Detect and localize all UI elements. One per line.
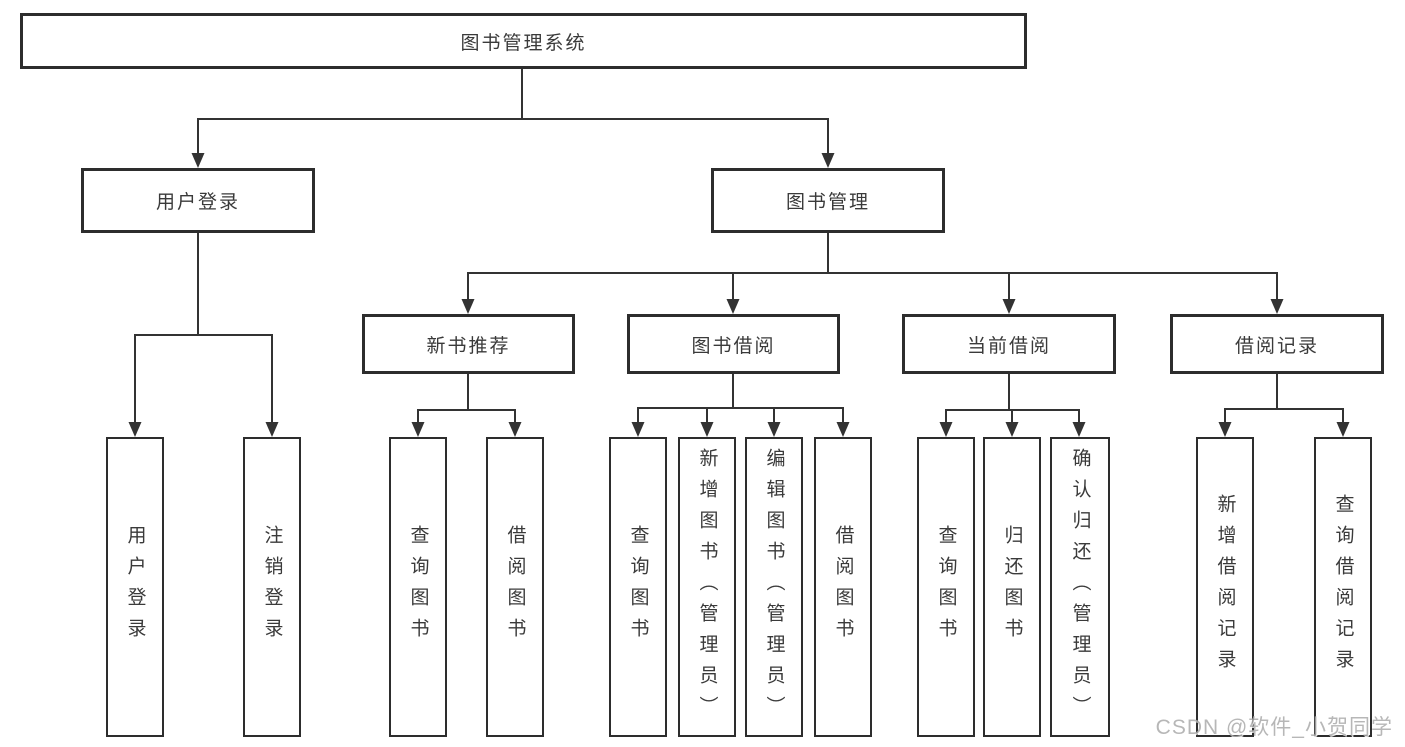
- arrowhead-group: [128, 153, 1350, 437]
- node-borrowing-records: 借阅记录: [1170, 314, 1384, 374]
- arrowhead-icon: [726, 299, 740, 314]
- node-add-books-admin-label: 新增图书（管理员）: [696, 447, 718, 727]
- node-library-system-label: 图书管理系统: [460, 32, 587, 54]
- arrowhead-icon: [1002, 299, 1016, 314]
- node-library-system: 图书管理系统: [20, 13, 1027, 69]
- node-query-books-borrowing: 查询图书: [609, 437, 667, 737]
- arrowhead-icon: [939, 422, 953, 437]
- node-confirm-return-admin-label: 确认归还（管理员）: [1069, 447, 1091, 727]
- node-borrow-books-recommend-label: 借阅图书: [504, 525, 526, 649]
- node-query-books-recommend-label: 查询图书: [407, 525, 429, 649]
- arrowhead-icon: [508, 422, 522, 437]
- node-return-books: 归还图书: [983, 437, 1041, 737]
- node-borrow-books-borrowing-label: 借阅图书: [832, 525, 854, 649]
- node-edit-books-admin-label: 编辑图书（管理员）: [763, 447, 785, 727]
- arrowhead-icon: [191, 153, 205, 168]
- node-current-borrowing-label: 当前借阅: [966, 335, 1051, 357]
- node-user-login-action: 用户登录: [106, 437, 164, 737]
- node-book-management-label: 图书管理: [785, 192, 870, 213]
- arrowhead-icon: [700, 422, 714, 437]
- arrowhead-icon: [1218, 422, 1232, 437]
- arrowhead-icon: [1270, 299, 1284, 314]
- node-add-books-admin: 新增图书（管理员）: [678, 437, 736, 737]
- node-query-books-current-label: 查询图书: [935, 525, 957, 649]
- arrowhead-icon: [128, 422, 142, 437]
- node-book-management: 图书管理: [711, 168, 945, 233]
- arrowhead-icon: [265, 422, 279, 437]
- node-borrow-books-borrowing: 借阅图书: [814, 437, 872, 737]
- node-book-borrowing: 图书借阅: [627, 314, 840, 374]
- connector-group: [134, 69, 1344, 423]
- node-query-books-current: 查询图书: [917, 437, 975, 737]
- node-new-book-recommend: 新书推荐: [362, 314, 575, 374]
- arrowhead-icon: [821, 153, 835, 168]
- node-user-login-action-label: 用户登录: [124, 525, 146, 649]
- node-query-borrow-record-label: 查询借阅记录: [1332, 494, 1354, 680]
- node-new-book-recommend-label: 新书推荐: [426, 335, 511, 357]
- node-logout: 注销登录: [243, 437, 301, 737]
- node-book-borrowing-label: 图书借阅: [691, 335, 776, 357]
- node-query-books-borrowing-label: 查询图书: [627, 525, 649, 649]
- node-logout-label: 注销登录: [261, 525, 283, 649]
- node-user-login: 用户登录: [81, 168, 315, 233]
- node-confirm-return-admin: 确认归还（管理员）: [1050, 437, 1110, 737]
- arrowhead-icon: [411, 422, 425, 437]
- node-add-borrow-record-label: 新增借阅记录: [1214, 494, 1236, 680]
- node-query-borrow-record: 查询借阅记录: [1314, 437, 1372, 737]
- arrowhead-icon: [1336, 422, 1350, 437]
- node-query-books-recommend: 查询图书: [389, 437, 447, 737]
- node-user-login-label: 用户登录: [155, 192, 240, 213]
- arrowhead-icon: [461, 299, 475, 314]
- node-add-borrow-record: 新增借阅记录: [1196, 437, 1254, 737]
- node-borrowing-records-label: 借阅记录: [1234, 335, 1319, 357]
- arrowhead-icon: [1005, 422, 1019, 437]
- arrowhead-icon: [1072, 422, 1086, 437]
- arrowhead-icon: [767, 422, 781, 437]
- arrowhead-icon: [631, 422, 645, 437]
- node-return-books-label: 归还图书: [1001, 525, 1023, 649]
- node-current-borrowing: 当前借阅: [902, 314, 1116, 374]
- node-edit-books-admin: 编辑图书（管理员）: [745, 437, 803, 737]
- csdn-watermark: CSDN @软件_小贺同学: [1155, 716, 1393, 739]
- arrowhead-icon: [836, 422, 850, 437]
- node-borrow-books-recommend: 借阅图书: [486, 437, 544, 737]
